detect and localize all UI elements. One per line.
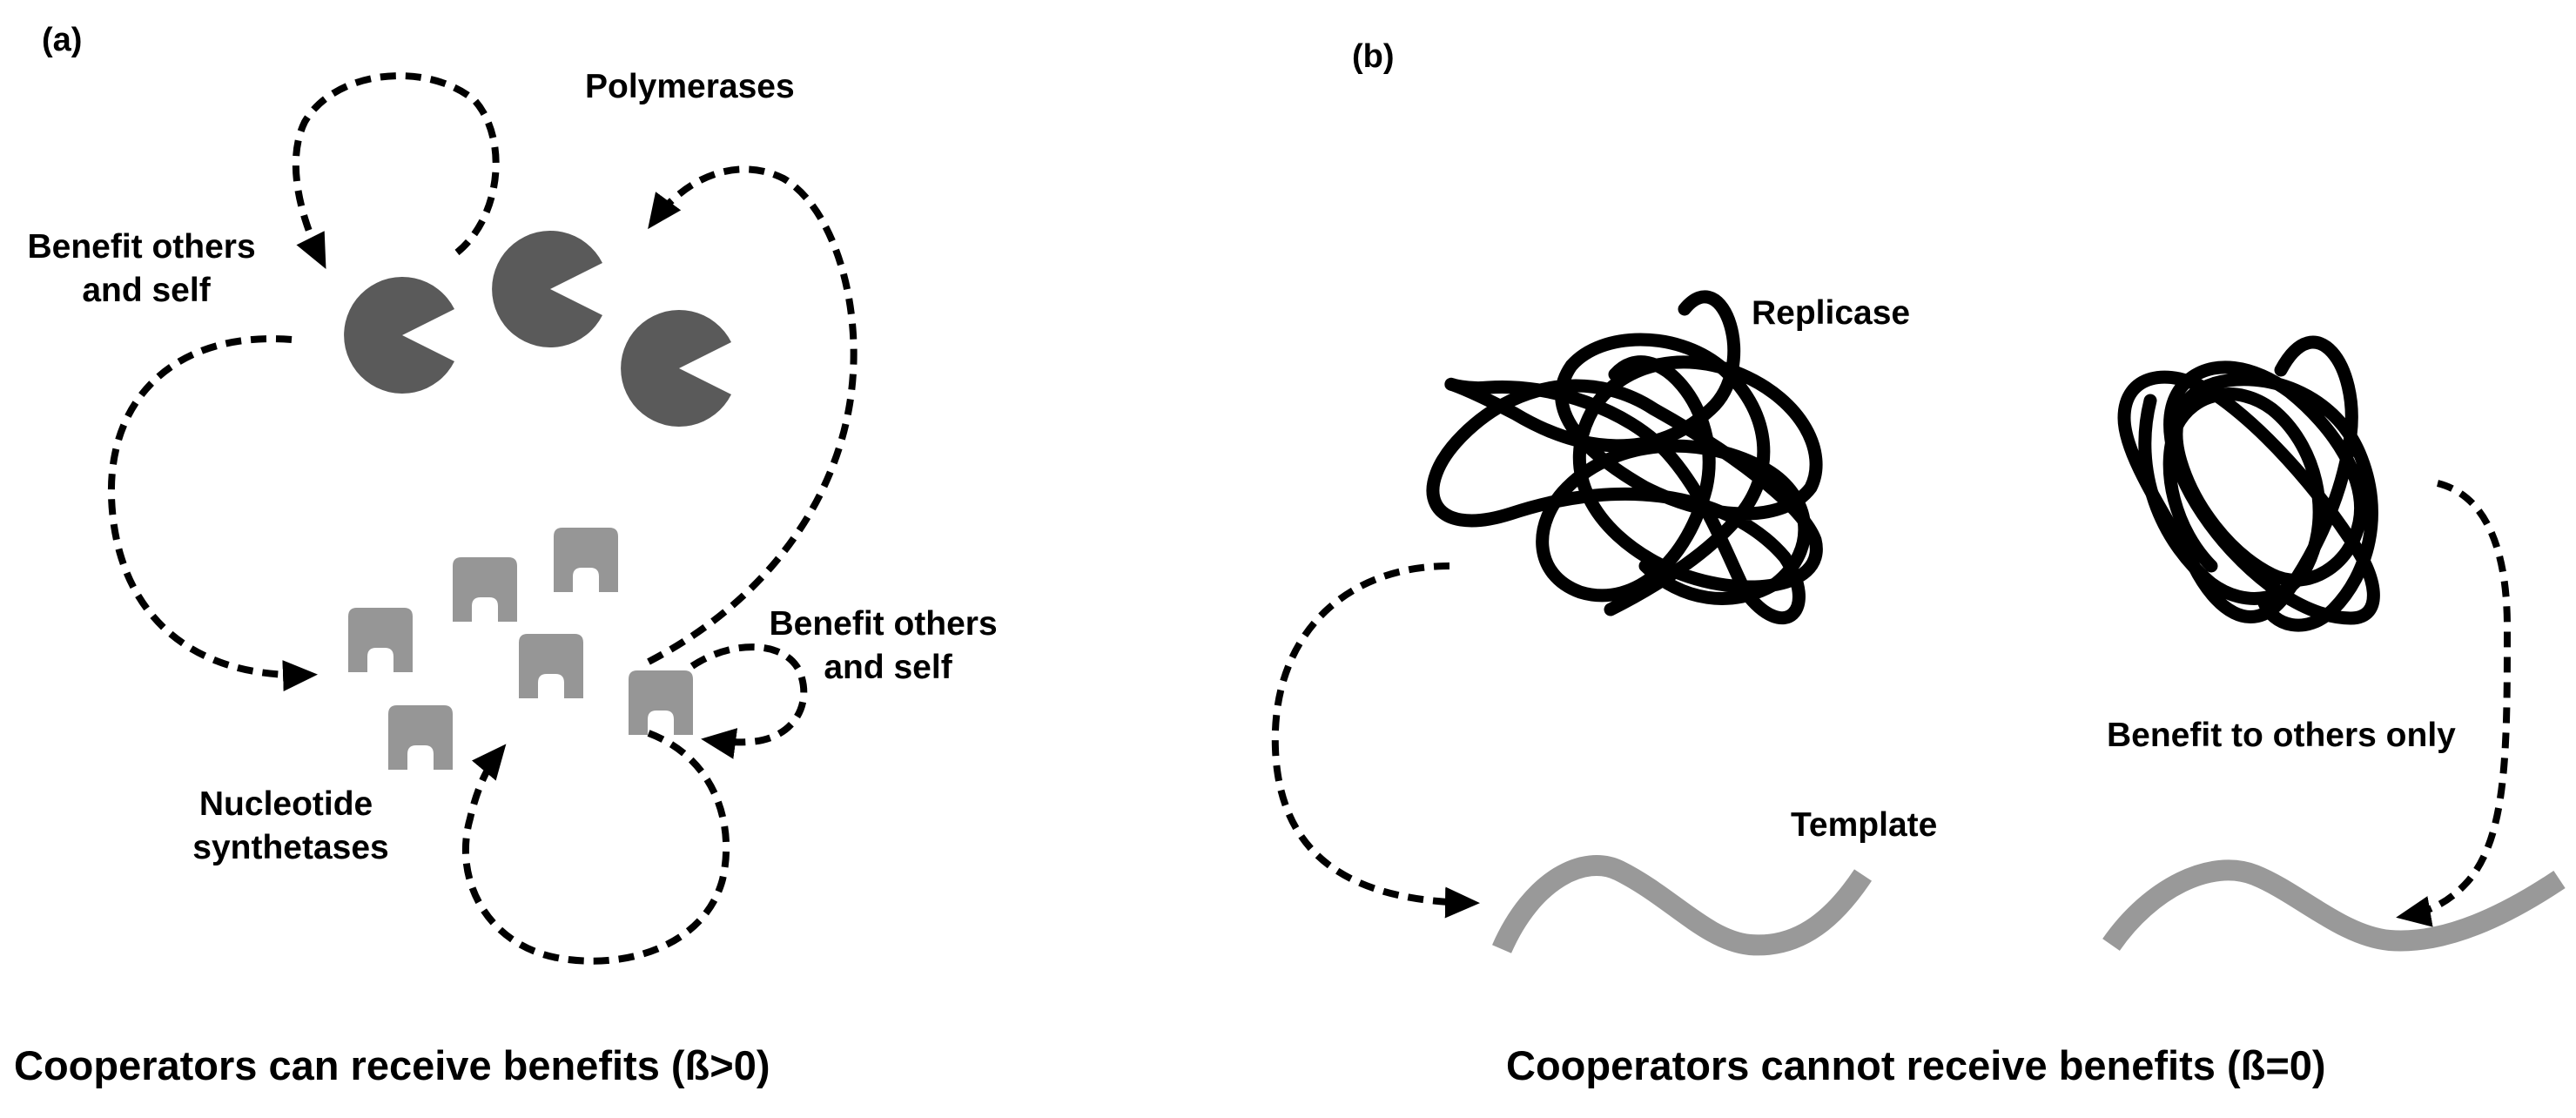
replicase-label: Replicase bbox=[1752, 294, 1910, 332]
synthetase-icon bbox=[348, 608, 413, 672]
arrow-replicase-to-own-template bbox=[1271, 562, 1480, 919]
replicase-icon bbox=[1426, 290, 1823, 625]
synthetase-icon bbox=[629, 670, 693, 735]
arrow-polymerase-to-synthetases bbox=[107, 335, 318, 692]
polymerase-icon bbox=[344, 277, 454, 394]
panel-a-label: (a) bbox=[42, 22, 82, 58]
panel-a-arrows bbox=[107, 72, 858, 965]
polymerase-group bbox=[344, 231, 731, 427]
replicase-strand bbox=[2138, 387, 2326, 605]
panel-a-caption: Cooperators can receive benefits (ß>0) bbox=[14, 1042, 770, 1088]
replicase-coil-left bbox=[1426, 290, 1823, 625]
replicase-icon bbox=[2117, 335, 2380, 632]
benefit-right-label: Benefit others and self bbox=[769, 605, 1006, 686]
synthetase-icon bbox=[453, 557, 517, 622]
arrow-synthetase-bottom-loop bbox=[461, 730, 730, 965]
panel-b: (b) Replicase Template Benefit to others… bbox=[1271, 38, 2566, 1088]
arrow-synthetase-self-loop-small bbox=[689, 643, 808, 759]
nucleotide-synthetases-label: Nucleotide synthetases bbox=[192, 785, 388, 866]
template-label: Template bbox=[1791, 806, 1937, 844]
panel-a: (a) Polymerases Benefit others and self … bbox=[14, 22, 1006, 1088]
synthetase-icon bbox=[388, 705, 453, 770]
replicase-coil-right bbox=[2117, 335, 2380, 632]
synthetase-icon bbox=[554, 528, 618, 592]
polymerase-icon bbox=[492, 231, 602, 347]
arrow-polymerase-self-loop bbox=[292, 72, 500, 269]
benefit-to-others-label: Benefit to others only bbox=[2107, 717, 2456, 754]
arrow-replicase-to-other-template bbox=[2396, 480, 2512, 927]
template-strand-left bbox=[1492, 855, 1872, 956]
panel-b-label: (b) bbox=[1352, 38, 1395, 75]
synthetase-group bbox=[348, 528, 693, 770]
panel-b-caption: Cooperators cannot receive benefits (ß=0… bbox=[1506, 1042, 2326, 1088]
replicase-strand bbox=[1536, 355, 1812, 605]
benefit-left-label: Benefit others and self bbox=[27, 228, 265, 309]
arrow-synthetase-to-polymerases bbox=[647, 165, 858, 665]
template-strand-right bbox=[2102, 859, 2566, 952]
synthetase-icon bbox=[519, 634, 583, 698]
polymerases-label: Polymerases bbox=[585, 68, 795, 105]
polymerase-icon bbox=[621, 310, 731, 427]
